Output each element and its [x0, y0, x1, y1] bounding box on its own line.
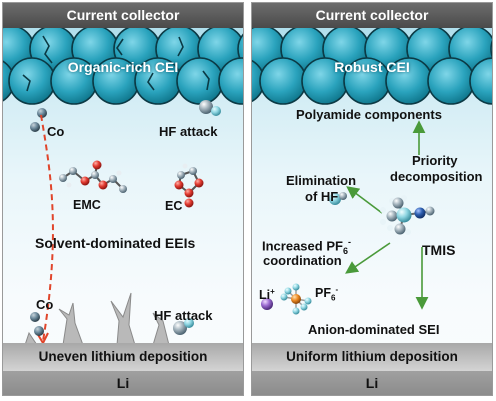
lithium-dendrites: [24, 292, 170, 346]
cei-particle-layer: [3, 25, 243, 105]
hf-molecule-top: [199, 100, 221, 116]
arrow-to-hf-elimination: [346, 186, 383, 214]
tmis-label: TMIS: [422, 242, 456, 258]
left-panel: Current collector Organic-rich CEI Co HF…: [2, 2, 244, 396]
current-collector-right: Current collector: [252, 3, 492, 28]
solvent-eels-label: Solvent-dominated EEIs: [35, 235, 196, 251]
emc-label: EMC: [73, 198, 101, 212]
co-label-top: Co: [47, 124, 65, 139]
uneven-deposition-bar: Uneven lithium deposition: [3, 343, 243, 371]
polyamide-label: Polyamide components: [296, 107, 442, 122]
co-migration-arrow: [40, 114, 54, 342]
co-label-bottom: Co: [36, 297, 54, 312]
co-atoms-bottom: [30, 312, 44, 336]
pf6-label: PF6-: [315, 285, 339, 303]
right-panel: Current collector Robust CEI Polyamide c…: [251, 2, 493, 396]
hf-molecule: [329, 192, 347, 205]
li-ion-label: Li+: [259, 287, 275, 303]
priority-label: Priority: [412, 153, 458, 168]
hf-molecule-bottom: [173, 318, 194, 335]
arrow-to-pf6-coordination: [345, 242, 391, 274]
emc-atoms: [59, 160, 127, 193]
robust-cei-particle-layer: [252, 25, 492, 105]
ec-atoms: [174, 163, 204, 208]
li-label-right: Li: [252, 371, 492, 395]
co-atoms-top: [30, 108, 47, 132]
right-panel-graphics: [252, 25, 492, 315]
tmis-molecule: [380, 195, 435, 235]
increased-pf6-label: Increased PF6-: [262, 237, 351, 256]
cei-label-left: Organic-rich CEI: [67, 59, 179, 75]
li-label-left: Li: [3, 371, 243, 395]
reaction-arrows: [345, 120, 429, 310]
ec-label: EC: [165, 199, 183, 213]
elimination-label: Elimination: [286, 173, 357, 188]
decomposition-label: decomposition: [390, 169, 483, 184]
li-ion: [261, 298, 273, 310]
pf6-anion: [280, 283, 312, 315]
cei-label-right: Robust CEI: [334, 59, 410, 75]
anion-sei-label: Anion-dominated SEI: [308, 322, 440, 337]
hf-attack-label-bottom: HF attack: [154, 308, 213, 323]
uniform-deposition-bar: Uniform lithium deposition: [252, 343, 492, 371]
of-hf-label: of HF: [305, 189, 339, 204]
current-collector-left: Current collector: [3, 3, 243, 28]
coordination-label: coordination: [263, 253, 342, 268]
hf-attack-label-top: HF attack: [159, 124, 218, 139]
left-panel-graphics: [3, 25, 243, 346]
